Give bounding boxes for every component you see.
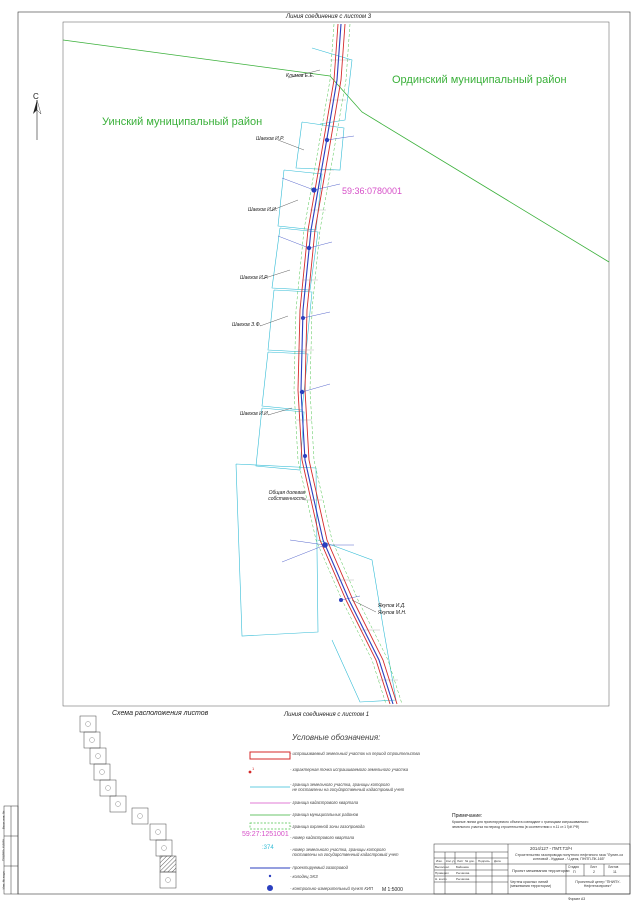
document-code: 2014/127 - ПМТ.ТЗ/Ч	[530, 846, 572, 851]
legend-item: - испрашиваемый земельный участок на пер…	[290, 751, 420, 756]
column-header: Дата	[494, 859, 501, 863]
district-label-orda: Ординский муниципальный район	[392, 74, 567, 86]
parcel-outlines	[235, 47, 397, 703]
notes-title: Примечание:	[452, 813, 483, 819]
notes-text: Красные линии для проектируемого объекта…	[452, 820, 589, 829]
legend-item: - граница земельного участка, границы ко…	[290, 782, 405, 792]
north-arrow-icon	[33, 99, 42, 140]
legend-point-number: 1	[252, 766, 255, 771]
owner-label: Шаехов И.Р.	[256, 136, 285, 142]
legend-title: Условные обозначения:	[292, 733, 381, 742]
cadastral-quarter-label: 59:36:0780001	[342, 186, 403, 196]
legend-item: - контрольно-измерительный пункт КИП	[290, 886, 373, 891]
route-ticks	[296, 59, 398, 681]
legend-row: - граница муниципальных районов	[240, 811, 480, 825]
map-viewport	[62, 21, 610, 707]
column-header: Лист	[457, 859, 464, 863]
allotment-left	[297, 23, 391, 705]
sheet-label: Лист	[590, 865, 597, 869]
drawing-title: Проект межевания территории	[512, 868, 570, 873]
legend-item: - номер земельного участка, границы кото…	[290, 847, 399, 857]
callout-leaders	[277, 135, 361, 601]
legend-item: - проектируемый газопровод	[290, 865, 348, 870]
scale-label: М 1:5000	[382, 887, 403, 893]
side-stamp-label: Инв. № подл.	[1, 870, 6, 890]
allotment-right	[304, 23, 398, 705]
owner-label: Шаехов З.Ф.	[232, 322, 261, 328]
drawing-subtitle: Чертеж красных линий (межевания территор…	[510, 880, 552, 888]
project-title: Строительство газопровода попутного нефт…	[515, 853, 623, 861]
legend-row: - проектируемый газопровод	[240, 864, 480, 878]
north-arrow-letter: С	[33, 92, 39, 101]
owner-label: Шаехов И.И.	[248, 207, 278, 213]
legend-item: - граница охранной зоны газопровода	[290, 824, 365, 829]
side-stamp-label: Взам. инв. №	[1, 810, 6, 830]
legend-parcel-sample: :374	[262, 845, 274, 851]
legend-row: - испрашиваемый земельный участок на пер…	[240, 750, 480, 764]
legend-item: - граница кадастрового квартала	[290, 800, 359, 805]
column-header: № док.	[465, 859, 475, 863]
owner-label: Общая долевая собственность	[268, 490, 306, 502]
sheet-border	[17, 11, 631, 895]
owner-label: Якупов М.Н.	[378, 610, 407, 616]
sheets-label: Листов	[608, 865, 619, 869]
role-label: Н. контр.	[435, 877, 448, 881]
district-label-uinsk: Уинский муниципальный район	[102, 116, 263, 128]
side-stamp-label: Подпись и дата	[0, 839, 5, 861]
legend-item: - граница муниципальных районов	[290, 812, 359, 817]
protection-zone-left	[293, 23, 387, 705]
legend-row: - номер земельного участка, границы кото…	[240, 846, 480, 860]
column-header: Подпись	[478, 859, 490, 863]
column-header: Кол.уч.	[446, 859, 456, 863]
legend-cadastral-sample: 59:27:1251001	[242, 831, 289, 838]
title-block-frame	[433, 843, 631, 895]
organization: Проектный центр "ПНИПУ-Нефтегазпроект"	[575, 880, 621, 888]
legend-row: - колодец ЭХЗ	[240, 873, 480, 887]
stage-value: П	[573, 870, 576, 874]
column-header: Изм.	[436, 859, 443, 863]
role-name: Рычагова	[456, 877, 470, 881]
owner-label: Климов Е.Е.	[286, 73, 315, 79]
owner-label: Якупов И.Д.	[378, 603, 406, 609]
stage-label: Стадия	[568, 865, 579, 869]
legend-row: - контрольно-измерительный пункт КИП	[240, 885, 480, 899]
legend-row: - номер кадастрового квартала	[240, 834, 480, 848]
role-name: Байшева	[456, 865, 469, 869]
legend-row: - характерная точка испрашиваемого земел…	[240, 766, 480, 780]
role-name: Рычагова	[456, 871, 470, 875]
format-label: Формат А3	[568, 897, 586, 901]
side-stamp-frame	[3, 805, 19, 895]
owner-leaders	[259, 69, 377, 613]
owner-label: Шаехов И.И.	[240, 411, 270, 417]
scheme-title: Схема расположения листов	[112, 710, 209, 717]
legend-row: - граница охранной зоны газопровода	[240, 823, 480, 837]
sheets-value: 11	[613, 870, 617, 874]
sheet-value: 2	[593, 870, 595, 874]
pipeline-route	[300, 23, 394, 705]
role-label: Выполнил	[435, 865, 450, 869]
owner-label: Шаехов И.Р.	[240, 275, 269, 281]
bottom-connection-label: Линия соединения с листом 1	[284, 712, 370, 718]
top-connection-label: Линия соединения с листом 3	[286, 14, 372, 20]
legend-item: - характерная точка испрашиваемого земел…	[290, 767, 409, 772]
current-sheet-highlight	[160, 856, 176, 872]
role-label: Проверил	[435, 871, 449, 875]
district-boundary	[62, 39, 610, 263]
legend-row: - граница земельного участка, границы ко…	[240, 781, 480, 795]
legend-item: - колодец ЭХЗ	[290, 874, 318, 879]
legend-row: - граница кадастрового квартала	[240, 799, 480, 813]
scheme-circles	[85, 721, 171, 883]
legend-symbols	[248, 751, 291, 891]
legend-item: - номер кадастрового квартала	[290, 835, 355, 840]
